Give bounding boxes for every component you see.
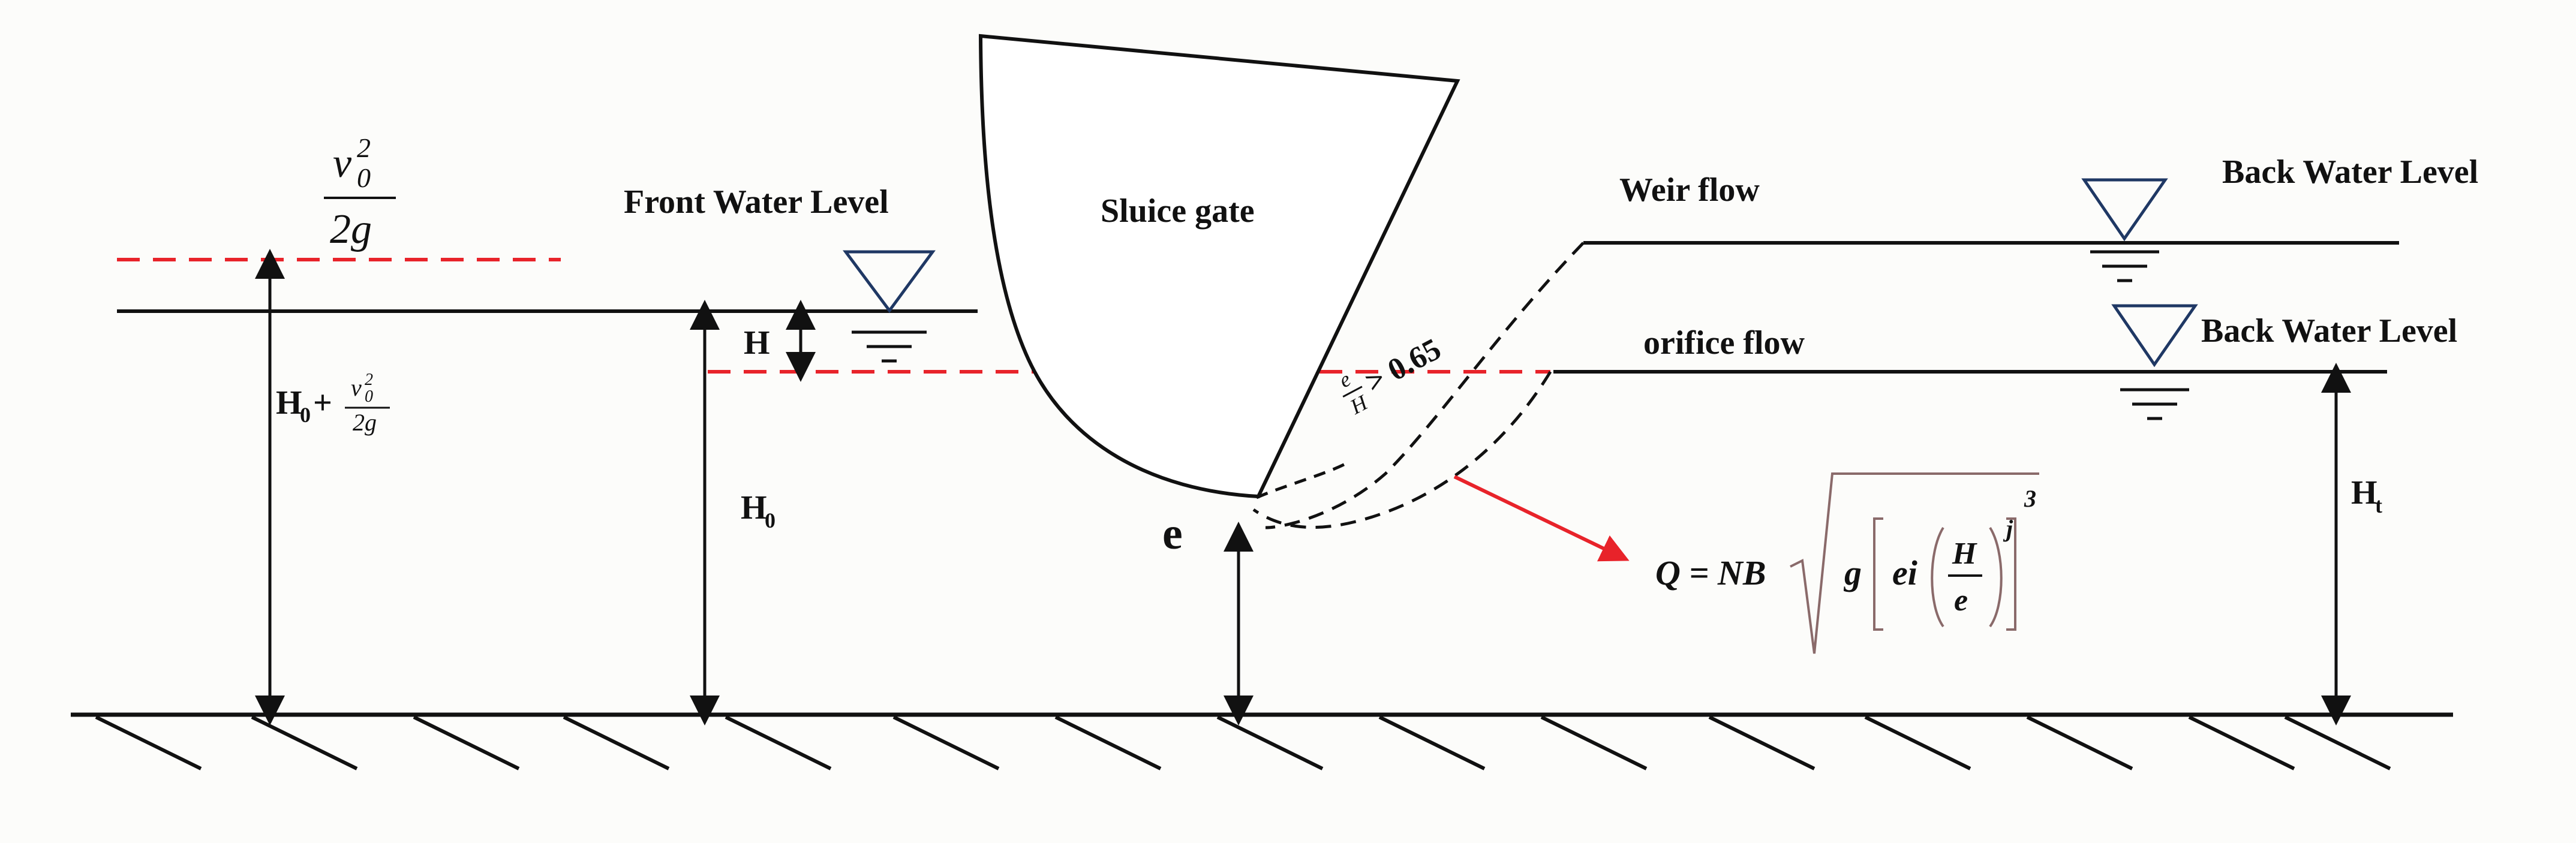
svg-text:3: 3 bbox=[2024, 485, 2036, 512]
sluice-gate-label: Sluice gate bbox=[1101, 192, 1255, 230]
h-label: H bbox=[744, 324, 770, 362]
ht-label: H t bbox=[2351, 474, 2382, 517]
back-water-level-symbol-upper bbox=[2081, 178, 2168, 282]
orifice-flow-profile bbox=[1252, 371, 1552, 529]
ground-hatching bbox=[95, 715, 2391, 770]
svg-text:ei: ei bbox=[1892, 553, 1917, 592]
svg-text:> 0.65: > 0.65 bbox=[1360, 332, 1447, 400]
svg-text:0: 0 bbox=[300, 403, 311, 427]
back-water-level-symbol-lower bbox=[2111, 304, 2198, 420]
orifice-flow-label: orifice flow bbox=[1643, 324, 1805, 362]
svg-text:v: v bbox=[351, 374, 362, 401]
svg-text:0: 0 bbox=[765, 508, 775, 532]
gate-lip-flow-profile bbox=[1255, 460, 1351, 499]
weir-flow-label: Weir flow bbox=[1619, 171, 1760, 209]
back-water-level-label-lower: Back Water Level bbox=[2201, 312, 2457, 350]
svg-text:0: 0 bbox=[365, 387, 373, 406]
svg-text:t: t bbox=[2375, 493, 2382, 517]
total-head-label: H 0 + v 2 0 2g bbox=[276, 371, 390, 436]
svg-text:v: v bbox=[333, 140, 352, 186]
formula-pointer-arrow bbox=[1453, 475, 1630, 562]
svg-text:e: e bbox=[1954, 583, 1968, 618]
discharge-formula: Q = NB g ei H e j 3 bbox=[1655, 472, 2039, 654]
front-water-level-symbol bbox=[843, 250, 936, 363]
svg-text:H: H bbox=[2351, 474, 2377, 511]
svg-text:2g: 2g bbox=[330, 206, 372, 252]
svg-text:2g: 2g bbox=[353, 409, 377, 436]
e-label: e bbox=[1162, 508, 1183, 559]
svg-text:2: 2 bbox=[365, 371, 373, 389]
svg-text:Q = NB: Q = NB bbox=[1655, 553, 1766, 592]
svg-text:g: g bbox=[1843, 553, 1862, 592]
svg-text:0: 0 bbox=[357, 162, 371, 193]
velocity-head-label: v 2 0 2g bbox=[324, 133, 396, 252]
svg-text:H: H bbox=[1952, 537, 1977, 571]
weir-flow-profile bbox=[1265, 242, 1585, 529]
svg-text:+: + bbox=[313, 384, 332, 422]
sluice-gate bbox=[978, 34, 1460, 499]
h0-label: H 0 bbox=[741, 489, 775, 532]
front-water-level-label: Front Water Level bbox=[624, 183, 889, 221]
svg-text:H: H bbox=[276, 384, 302, 422]
svg-text:2: 2 bbox=[357, 133, 371, 163]
svg-text:e: e bbox=[1335, 367, 1355, 393]
svg-text:H: H bbox=[741, 489, 767, 526]
svg-text:H: H bbox=[1346, 390, 1372, 419]
back-water-level-label-upper: Back Water Level bbox=[2222, 153, 2478, 191]
